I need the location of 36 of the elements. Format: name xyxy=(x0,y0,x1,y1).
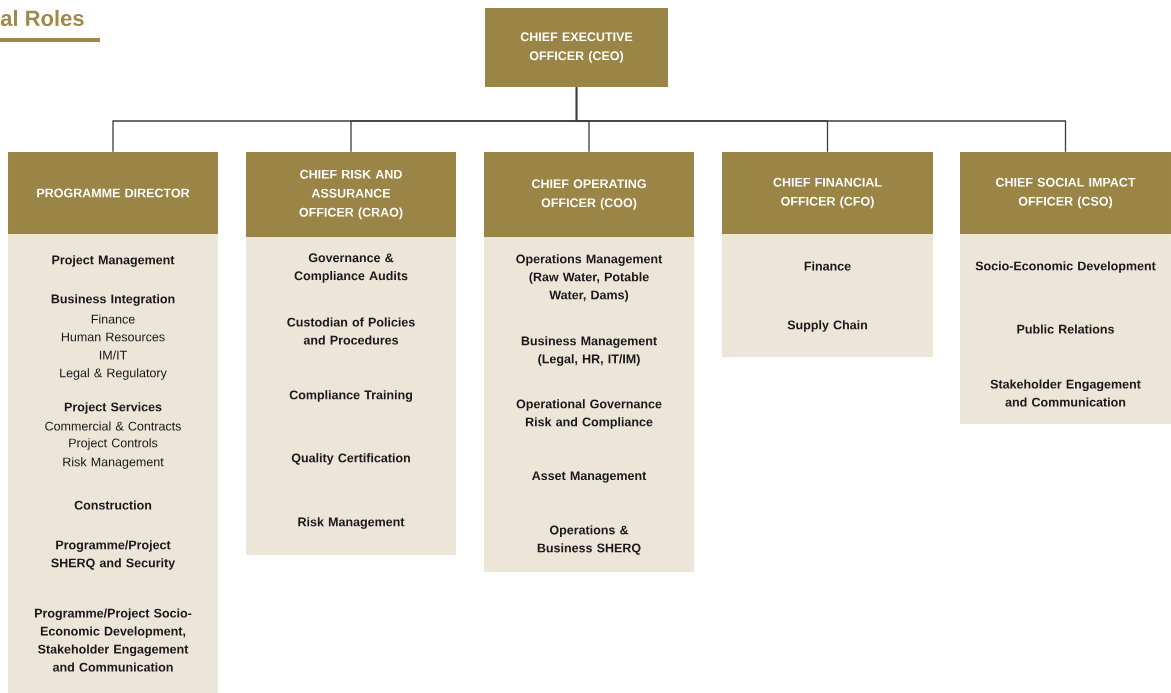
duty-text: Risk Management xyxy=(298,517,405,529)
duty-text: Socio-Economic Development xyxy=(975,261,1156,273)
duty-text: Operations & Business SHERQ xyxy=(537,525,641,555)
title-box: CHIEF OPERATING OFFICER (COO) xyxy=(484,152,694,237)
duty-text: Project Management xyxy=(52,255,175,267)
duty-text: Project Services xyxy=(64,402,162,414)
heading: al Roles xyxy=(0,9,84,27)
duty-text: Business Management (Legal, HR, IT/IM) xyxy=(521,336,657,366)
title-box: CHIEF FINANCIAL OFFICER (CFO) xyxy=(722,152,933,234)
duty-text: IM/IT xyxy=(99,350,127,360)
duty-text: Finance xyxy=(804,261,851,271)
duty-text: Stakeholder Engagement and Communication xyxy=(990,379,1141,407)
duty-text: Legal & Regulatory xyxy=(60,368,167,380)
duty-text: Supply Chain xyxy=(787,320,867,332)
duty-text: Project Controls xyxy=(69,438,158,450)
duty-text: Construction xyxy=(74,500,152,510)
duty-text: Programme/Project SHERQ and Security xyxy=(51,540,176,570)
duty-text: Operational Governance Risk and Compliance xyxy=(516,399,662,429)
duty-text: Governance & Compliance Audits xyxy=(294,253,408,283)
title-box: CHIEF SOCIAL IMPACT OFFICER (CSO) xyxy=(960,152,1171,234)
duty-text: Asset Management xyxy=(532,471,647,483)
duty-text: Programme/Project Socio-Economic Development, Stakeholder Engagement and Communication xyxy=(35,608,192,672)
title-box: CHIEF EXECUTIVE OFFICER (CEO) xyxy=(485,8,668,87)
connector-line xyxy=(575,86,1067,153)
duty-text: Finance xyxy=(91,314,135,324)
duty-text: Human Resources xyxy=(61,332,165,342)
duty-text: Commercial & Contracts xyxy=(45,421,181,431)
duty-text: Risk Management xyxy=(63,457,164,469)
duty-text: Public Relations xyxy=(1017,324,1114,334)
title-box: PROGRAMME DIRECTOR xyxy=(8,152,218,234)
duty-text: Operations Management (Raw Water, Potable Water, Dams) xyxy=(516,254,663,302)
duty-text: Custodian of Policies and Procedures xyxy=(287,317,415,345)
duty-text: Business Integration xyxy=(51,294,175,306)
duty-text: Quality Certification xyxy=(291,453,410,465)
duty-text: Compliance Training xyxy=(289,390,412,402)
title-box: CHIEF RISK AND ASSURANCE OFFICER (CRAO) xyxy=(246,152,456,237)
